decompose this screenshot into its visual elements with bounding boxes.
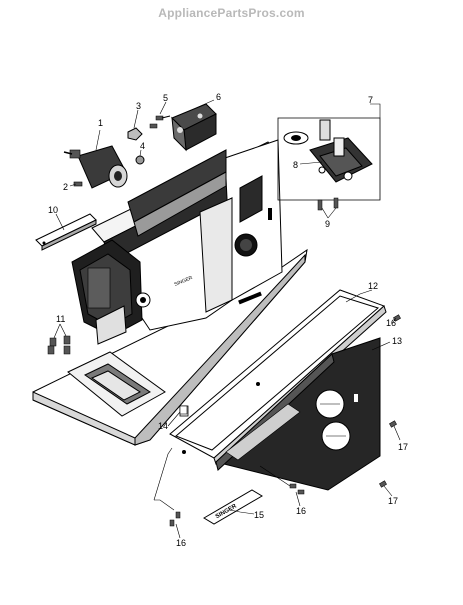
rear-panel: [214, 337, 381, 491]
callout-16-top: 16: [386, 318, 396, 328]
watermark: AppliancePartsPros.com: [158, 6, 305, 20]
screws-11: [47, 335, 71, 355]
callout-14: 14: [158, 421, 168, 431]
callout-5: 5: [163, 93, 168, 103]
callout-11: 11: [56, 314, 65, 324]
leader-lines: [53, 99, 401, 539]
callout-2: 2: [63, 182, 68, 192]
base-plate: [32, 248, 308, 446]
inset-box: [277, 117, 381, 211]
callout-15: 15: [254, 510, 264, 520]
callout-numbers: 1 2 3 4 5 6 7 8 9 10 11 12 13 14 15 16 1…: [48, 92, 408, 548]
callout-3: 3: [136, 101, 141, 111]
callout-6: 6: [216, 92, 221, 102]
callout-17-upper: 17: [398, 442, 408, 452]
callout-16-middle: 16: [296, 506, 306, 516]
side-plate: [35, 213, 97, 251]
callout-9: 9: [325, 219, 330, 229]
callout-16-bottom: 16: [176, 538, 186, 548]
screws-5: [149, 115, 171, 129]
small-nut: [135, 155, 145, 165]
arm-frame: SINGER: [71, 139, 283, 345]
label-tag: [179, 405, 188, 415]
callout-17-lower: 17: [388, 496, 398, 506]
callout-12: 12: [368, 281, 378, 291]
callout-8: 8: [293, 160, 298, 170]
nut: [127, 127, 143, 141]
callout-4: 4: [140, 141, 145, 151]
motor-screw: [73, 181, 83, 187]
callout-13: 13: [392, 336, 402, 346]
motor: [63, 145, 128, 189]
top-bracket: [171, 103, 217, 152]
callout-10: 10: [48, 205, 58, 215]
callout-1: 1: [98, 118, 103, 128]
callout-7: 7: [368, 95, 373, 105]
